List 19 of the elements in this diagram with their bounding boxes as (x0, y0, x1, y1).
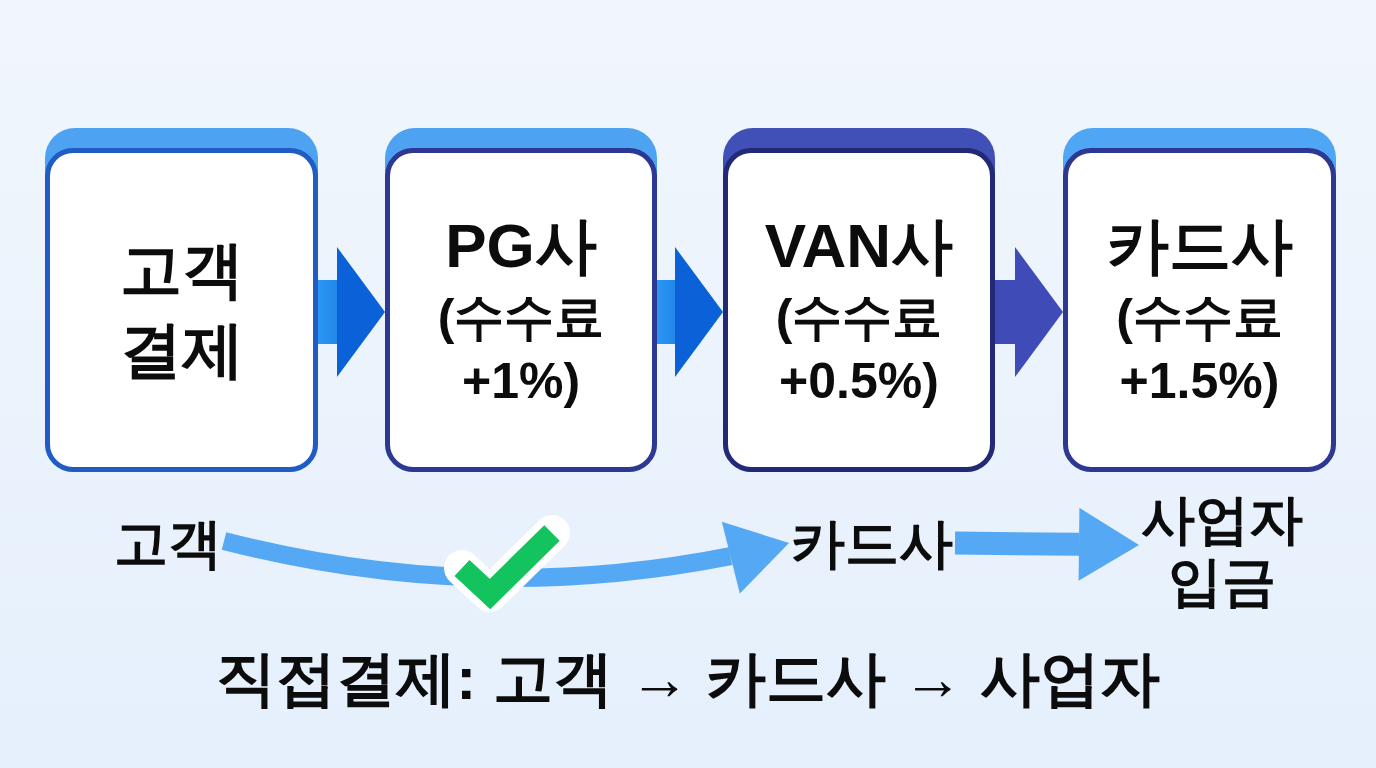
process-box (1063, 128, 1336, 472)
caption-text: 직접결제: 고객 → 카드사 → 사업자 (216, 645, 1160, 712)
step-label: 카드사 (791, 512, 953, 574)
process-box (385, 128, 657, 472)
box-subtitle: (수수료 +1.5%) (1116, 288, 1283, 411)
process-box (45, 128, 318, 472)
arrow (657, 247, 723, 377)
arrow (995, 247, 1063, 377)
box-subtitle: (수수료 +0.5%) (775, 288, 943, 411)
box-heading: VAN사 (764, 210, 954, 282)
box-heading: 카드사 (1106, 210, 1293, 282)
process-box (723, 128, 995, 472)
step-label: 고객 (114, 512, 222, 574)
box-heading: PG사 (445, 210, 597, 282)
step-label: 사업자 입금 (1141, 488, 1303, 612)
box-heading: 고객 결제 (119, 234, 244, 386)
arrow (954, 507, 1140, 581)
box-subtitle: (수수료 +1%) (437, 288, 605, 411)
arrow (318, 247, 385, 377)
